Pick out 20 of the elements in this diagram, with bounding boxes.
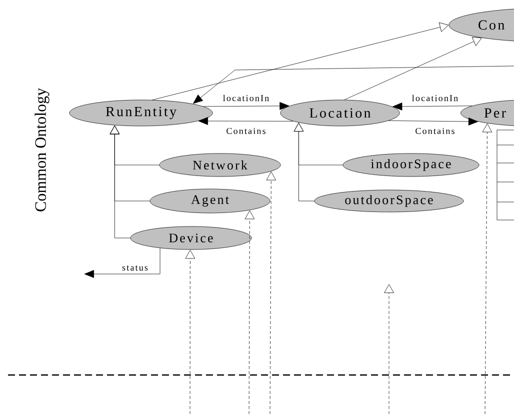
arrow bbox=[482, 123, 492, 414]
arrow bbox=[266, 171, 276, 414]
arrow bbox=[294, 122, 314, 202]
arrow bbox=[84, 248, 160, 278]
arrow bbox=[203, 102, 290, 110]
edge-label: locationIn bbox=[222, 94, 270, 102]
arrow bbox=[388, 118, 478, 126]
edge-label: status bbox=[121, 264, 149, 272]
arrow bbox=[392, 102, 472, 110]
arrow bbox=[193, 66, 514, 104]
arrow bbox=[185, 250, 196, 414]
edge-label: Contains bbox=[225, 126, 267, 135]
side-label: Common Ontology bbox=[34, 88, 50, 212]
arrow bbox=[244, 210, 255, 414]
edge-label: locationIn bbox=[410, 94, 460, 102]
arrow bbox=[110, 125, 130, 238]
arrow bbox=[152, 22, 449, 100]
edge-label: Contains bbox=[414, 126, 456, 135]
arrow bbox=[198, 117, 294, 125]
arrow bbox=[344, 36, 482, 100]
